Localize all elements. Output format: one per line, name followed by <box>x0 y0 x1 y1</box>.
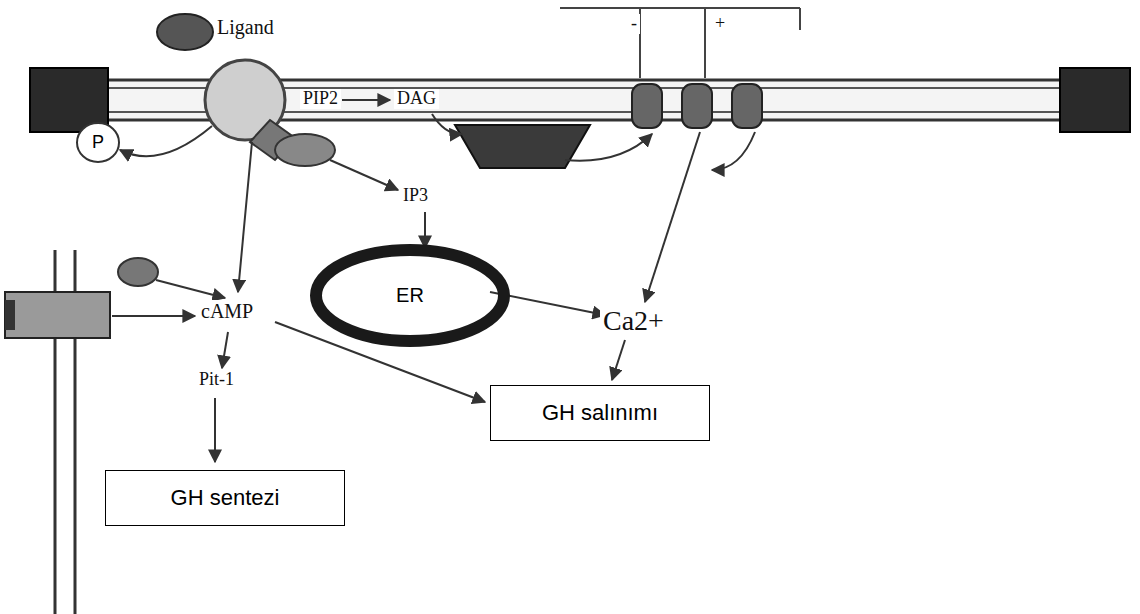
node-label: GH salınımı <box>542 400 658 426</box>
cell-membrane <box>30 68 1130 132</box>
pkc-trapezoid <box>455 125 590 168</box>
node-label: P <box>92 132 104 153</box>
molecule-label: IP3 <box>400 186 431 206</box>
organelle-shape: ER <box>310 244 510 347</box>
molecule-label: cAMP <box>198 300 256 322</box>
organelle-shape: P <box>76 122 120 163</box>
pathway-arrows <box>112 100 755 462</box>
process-box: GH salınımı <box>490 385 710 441</box>
process-box: GH sentezi <box>105 470 345 526</box>
second-membrane <box>5 250 158 614</box>
node-label: GH sentezi <box>171 485 280 511</box>
molecule-label: DAG <box>394 89 439 109</box>
node-label: ER <box>396 284 424 307</box>
receptor <box>157 14 295 160</box>
ion-label: Ca2+ <box>600 306 667 337</box>
sign-label: + <box>712 14 728 34</box>
ion-channels <box>560 8 800 128</box>
molecule-label: PIP2 <box>300 89 341 109</box>
plc-enzyme <box>275 134 335 166</box>
molecule-label: Pit-1 <box>196 370 237 390</box>
sign-label: - <box>628 14 640 34</box>
molecule-label: Ligand <box>214 16 277 38</box>
